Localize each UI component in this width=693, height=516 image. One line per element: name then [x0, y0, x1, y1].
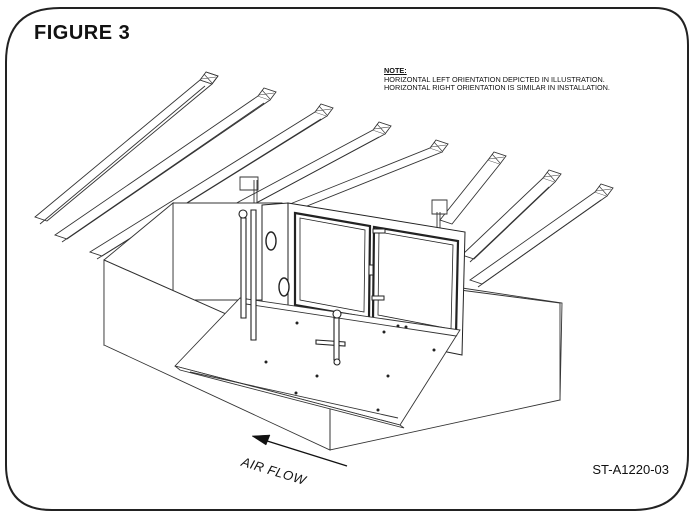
- figure-title: FIGURE 3: [34, 22, 131, 44]
- note-line-1: HORIZONTAL LEFT ORIENTATION DEPICTED IN …: [384, 74, 605, 84]
- note-line-2: HORIZONTAL RIGHT ORIENTATION IS SIMILAR …: [384, 83, 610, 93]
- refrigerant-lines: [238, 209, 346, 366]
- joist-2: [53, 87, 277, 243]
- note-block: NOTE: HORIZONTAL LEFT ORIENTATION DEPICT…: [384, 66, 610, 93]
- fastener-holes: [264, 321, 436, 412]
- joist-5: [283, 139, 449, 211]
- note-heading: NOTE:: [384, 66, 407, 75]
- ceiling-joists: [34, 71, 614, 288]
- joist-1: [34, 71, 219, 225]
- joist-6: [439, 151, 507, 225]
- panel-latch: [372, 228, 386, 234]
- duct-collar: [265, 231, 277, 251]
- airflow-arrow: [251, 434, 348, 467]
- duct-collar: [278, 277, 290, 297]
- figure-frame: [5, 7, 689, 511]
- drawing-code: ST-A1220-03: [592, 462, 669, 477]
- drain-pan: [174, 297, 461, 429]
- panel-latch: [368, 264, 374, 276]
- panel-latch: [371, 295, 385, 301]
- joist-8: [469, 183, 614, 288]
- joist-7: [461, 169, 562, 263]
